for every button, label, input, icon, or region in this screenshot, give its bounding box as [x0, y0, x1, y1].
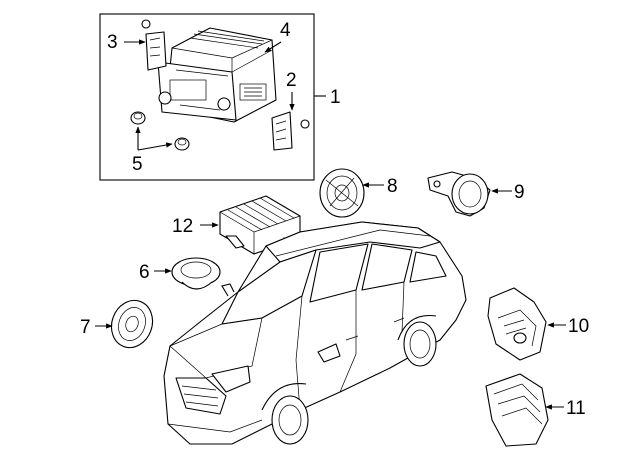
callout-5: 5	[132, 154, 143, 175]
callout-5-leader-b	[137, 142, 173, 151]
control-module-10	[487, 287, 547, 361]
rear-speaker	[171, 257, 221, 290]
callout-7: 7	[80, 317, 91, 338]
cover-11	[485, 373, 549, 447]
callout-8: 8	[387, 176, 398, 197]
front-door-speaker	[319, 168, 365, 218]
subwoofer-speaker	[110, 299, 154, 349]
knob-parts	[130, 111, 190, 151]
radio-assembly-group: 1 4 3	[99, 13, 341, 181]
callout-4: 4	[280, 20, 291, 41]
callout-12: 12	[172, 216, 193, 237]
mounting-bracket-right	[271, 111, 310, 151]
radio-head-unit	[157, 27, 277, 123]
callout-10: 10	[568, 316, 589, 337]
callout-2: 2	[286, 70, 297, 91]
mounting-bracket-left	[141, 19, 167, 71]
assembly-frame	[99, 13, 315, 181]
callout-11: 11	[566, 398, 586, 419]
tweeter-speaker	[427, 171, 491, 217]
callout-6: 6	[139, 262, 150, 283]
callout-1: 1	[330, 87, 341, 108]
suv-vehicle-illustration	[163, 221, 467, 445]
callout-3: 3	[107, 32, 118, 53]
callout-4-arrow	[264, 41, 282, 53]
callout-9: 9	[514, 182, 525, 203]
